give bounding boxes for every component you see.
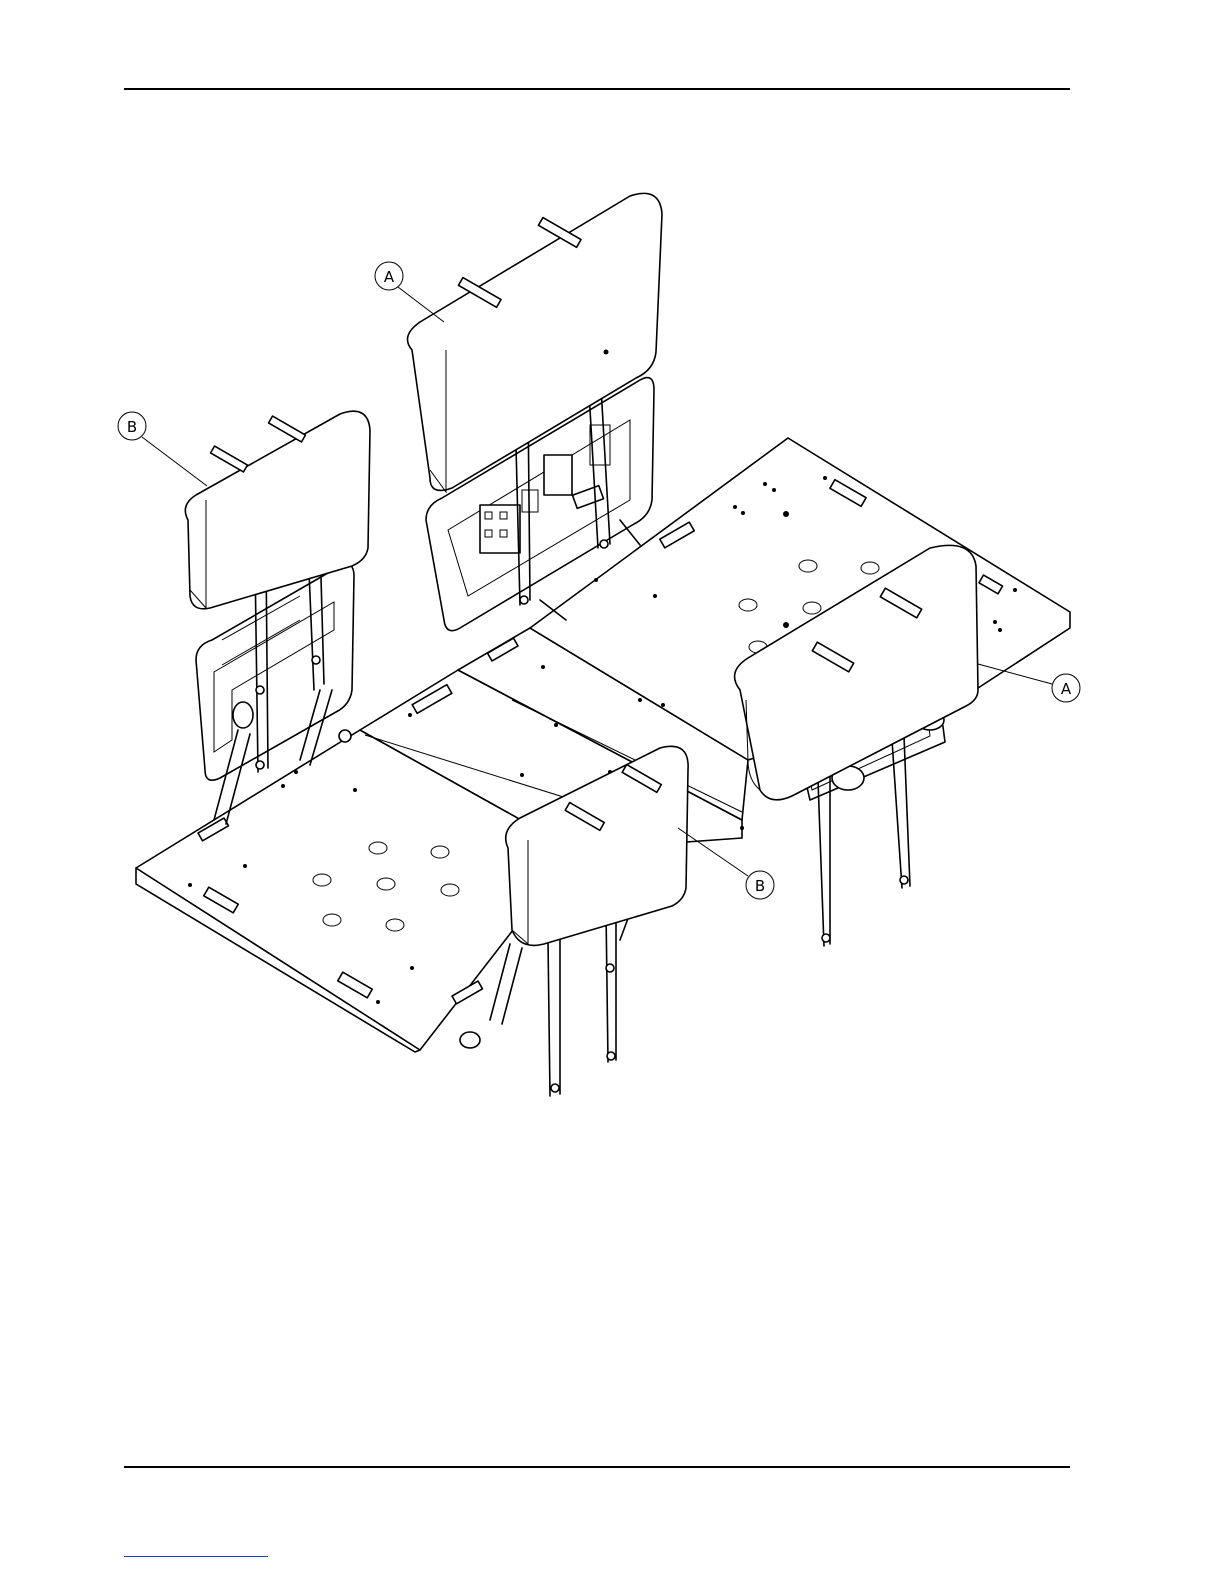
callout-a-upper-label: A (384, 268, 395, 286)
footer-link-underline[interactable] (124, 1556, 268, 1557)
footer-rule (124, 1466, 1070, 1468)
callout-b-left: B (118, 412, 207, 486)
callout-a-right-label: A (1061, 680, 1072, 698)
callout-b-left-label: B (127, 418, 137, 436)
callout-b-lower-label: B (755, 877, 765, 895)
